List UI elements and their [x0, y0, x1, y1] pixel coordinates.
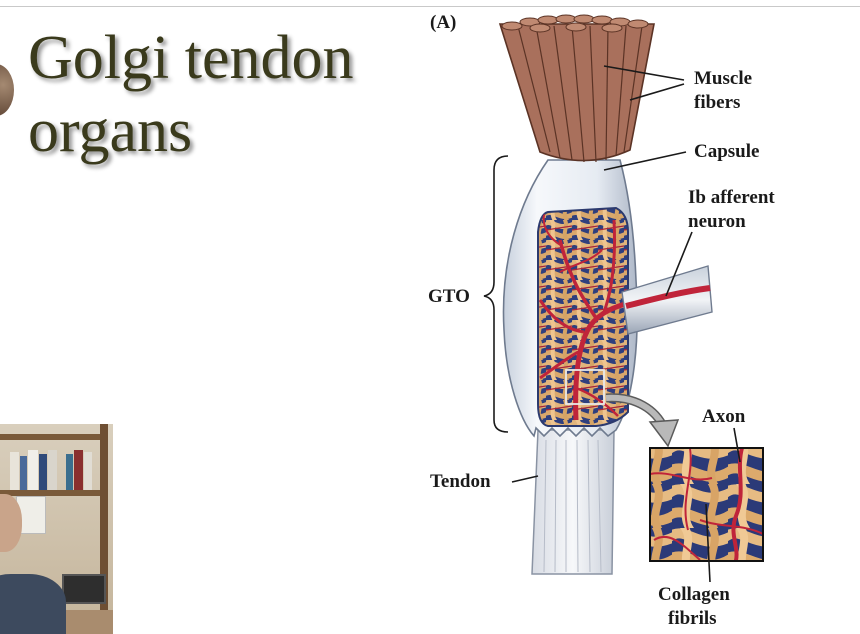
- label-capsule: Capsule: [694, 141, 759, 162]
- slide-title: Golgi tendon organs: [28, 22, 353, 167]
- label-collagen-line1: Collagen: [658, 584, 730, 605]
- muscle-fibers: [498, 14, 655, 163]
- books-row-1: [8, 448, 100, 490]
- label-gto: GTO: [428, 286, 470, 307]
- presenter-head: [0, 494, 22, 552]
- capsule-window: [537, 206, 629, 427]
- slide-edge-decoration: [0, 64, 14, 116]
- presenter-body: [0, 574, 66, 634]
- label-muscle-fibers-line1: Muscle: [694, 68, 752, 89]
- leader-lines: [511, 65, 741, 583]
- webcam-monitor: [62, 574, 106, 604]
- label-tendon: Tendon: [430, 471, 491, 492]
- bookshelf-top: [0, 434, 106, 440]
- gto-bracket: [483, 155, 509, 433]
- presenter-webcam: [0, 424, 113, 634]
- slide-title-line-1: Golgi tendon: [28, 24, 354, 92]
- label-ib-afferent-line1: Ib afferent: [688, 187, 775, 208]
- label-collagen-line2: fibrils: [668, 608, 717, 629]
- label-ib-afferent-line2: neuron: [688, 211, 746, 232]
- tendon: [531, 429, 615, 575]
- panel-label: (A): [430, 12, 456, 33]
- axon-branches: [538, 213, 628, 421]
- bookshelf-middle: [0, 490, 106, 496]
- ib-afferent-nerve: [621, 265, 713, 335]
- magnify-arrow: [605, 393, 680, 448]
- slide-title-line-2: organs: [28, 96, 193, 165]
- bookshelf-side: [100, 424, 108, 634]
- label-muscle-fibers-line2: fibers: [694, 92, 740, 113]
- label-axon: Axon: [702, 406, 746, 427]
- slide-top-rule: [0, 6, 860, 7]
